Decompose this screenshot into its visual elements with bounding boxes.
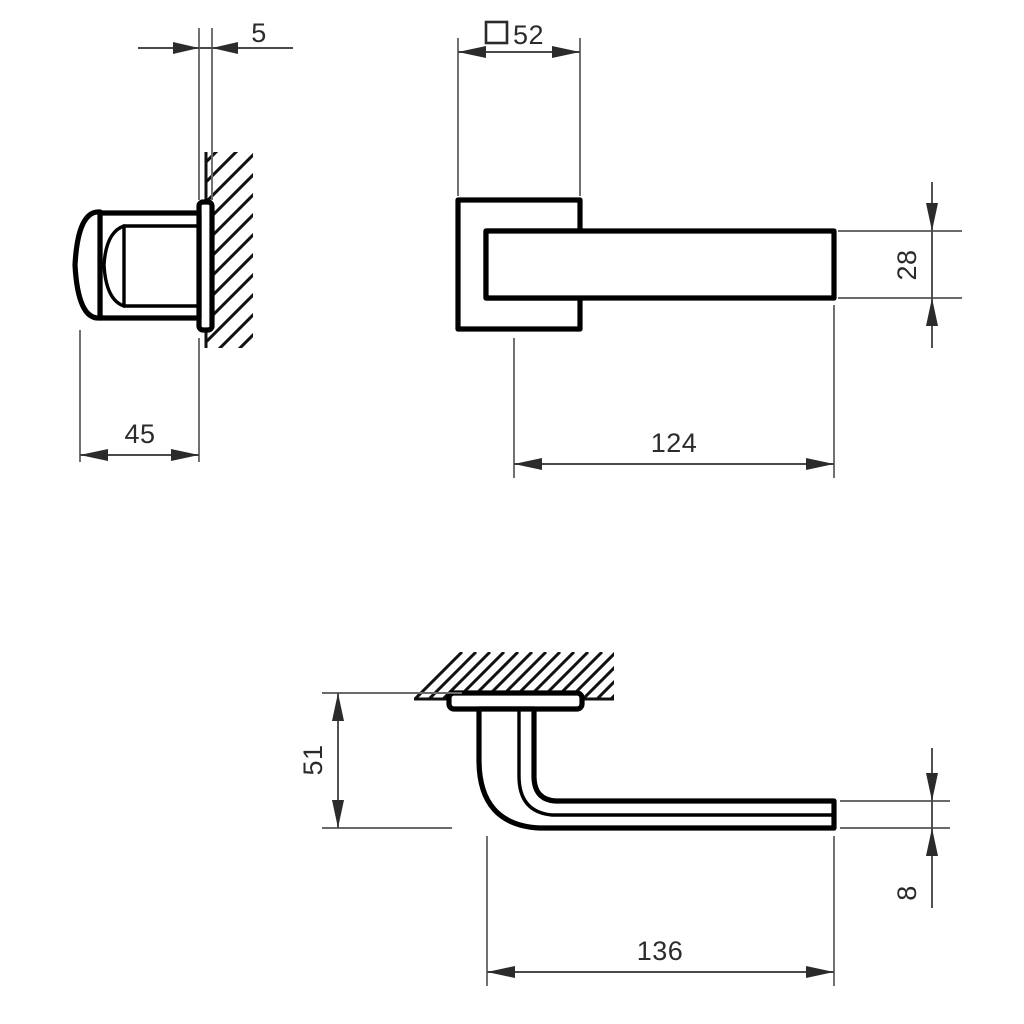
square-symbol-icon xyxy=(484,20,509,45)
view-profile: 51 8 136 xyxy=(298,652,950,986)
dim-label-124: 124 xyxy=(651,428,698,458)
lever-inner-edge xyxy=(517,707,836,817)
dim-label-8: 8 xyxy=(892,885,922,901)
dim-label-52: 52 xyxy=(513,20,544,50)
end-cap-inner-curve xyxy=(102,224,126,308)
lever-arm-plan xyxy=(483,228,837,301)
handle-end-cap xyxy=(72,209,103,321)
dim-label-45: 45 xyxy=(124,419,155,449)
view-plan: 52 28 124 xyxy=(455,20,962,478)
dim-label-51: 51 xyxy=(298,744,328,775)
dim-label-28: 28 xyxy=(892,249,922,280)
dim-label-136: 136 xyxy=(637,936,684,966)
view-side-section: 5 45 xyxy=(72,18,293,462)
neck-inner-edges xyxy=(122,224,201,308)
dim-label-5: 5 xyxy=(251,18,267,48)
